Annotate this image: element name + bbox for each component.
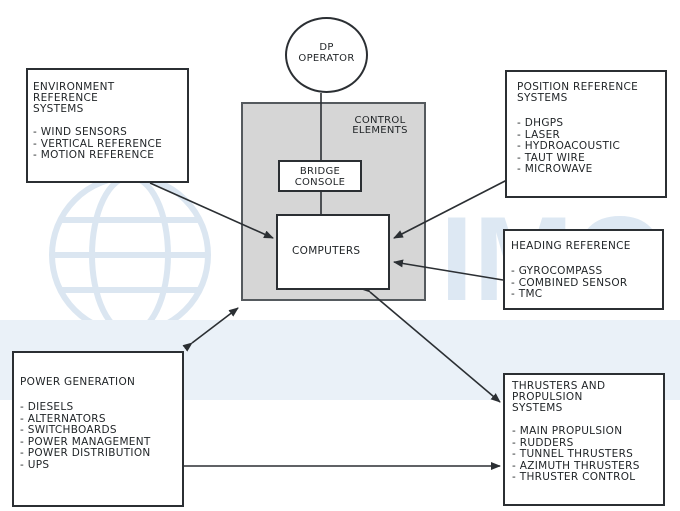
heading-reference-box: HEADING REFERENCE GYROCOMPASS COMBINED S… xyxy=(503,229,664,310)
list-item: MAIN PROPULSION xyxy=(512,425,663,438)
bridge-console-box: BRIDGE CONSOLE xyxy=(278,160,362,192)
thrusters-title: THRUSTERS AND PROPULSION SYSTEMS xyxy=(512,380,606,414)
list-item: MOTION REFERENCE xyxy=(33,149,187,162)
position-arrow xyxy=(393,179,508,239)
environment-reference-box: ENVIRONMENT REFERENCE SYSTEMS WIND SENSO… xyxy=(26,68,189,183)
computers-thrusters-arrow xyxy=(360,283,501,403)
position-reference-list: DHGPS LASER HYDROACOUSTIC TAUT WIRE MICR… xyxy=(517,117,665,176)
computers-box: COMPUTERS xyxy=(276,214,390,290)
computers-label: COMPUTERS xyxy=(292,245,361,257)
position-reference-title: POSITION REFERENCE SYSTEMS xyxy=(517,81,639,104)
power-generation-title: POWER GENERATION xyxy=(20,376,136,388)
list-item: AZIMUTH THRUSTERS xyxy=(512,460,663,473)
list-item: TAUT WIRE xyxy=(517,152,665,165)
thrusters-propulsion-box: THRUSTERS AND PROPULSION SYSTEMS MAIN PR… xyxy=(503,373,665,506)
list-item: WIND SENSORS xyxy=(33,126,187,139)
list-item: POWER DISTRIBUTION xyxy=(20,447,182,460)
list-item: GYROCOMPASS xyxy=(511,265,662,278)
heading-reference-list: GYROCOMPASS COMBINED SENSOR TMC xyxy=(511,265,662,301)
list-item: COMBINED SENSOR xyxy=(511,277,662,290)
list-item: ALTERNATORS xyxy=(20,413,182,426)
list-item: TUNNEL THRUSTERS xyxy=(512,448,663,461)
dp-operator-node: DP OPERATOR xyxy=(285,17,368,93)
list-item: HYDROACOUSTIC xyxy=(517,140,665,153)
power-generation-box: POWER GENERATION DIESELS ALTERNATORS SWI… xyxy=(12,351,184,507)
power-generation-list: DIESELS ALTERNATORS SWITCHBOARDS POWER M… xyxy=(20,401,182,472)
heading-arrow xyxy=(393,259,504,281)
list-item: VERTICAL REFERENCE xyxy=(33,138,187,151)
list-item: DHGPS xyxy=(517,117,665,130)
environment-arrow xyxy=(149,182,274,239)
list-item: RUDDERS xyxy=(512,437,663,450)
thrusters-list: MAIN PROPULSION RUDDERS TUNNEL THRUSTERS… xyxy=(512,425,663,484)
position-reference-box: POSITION REFERENCE SYSTEMS DHGPS LASER H… xyxy=(505,70,667,198)
list-item: DIESELS xyxy=(20,401,182,414)
list-item: SWITCHBOARDS xyxy=(20,424,182,437)
list-item: TMC xyxy=(511,288,662,301)
list-item: UPS xyxy=(20,459,182,472)
environment-title: ENVIRONMENT REFERENCE SYSTEMS xyxy=(33,81,115,115)
list-item: POWER MANAGEMENT xyxy=(20,436,182,449)
list-item: THRUSTER CONTROL xyxy=(512,471,663,484)
power-control-arrow xyxy=(182,307,239,352)
list-item: MICROWAVE xyxy=(517,163,665,176)
environment-list: WIND SENSORS VERTICAL REFERENCE MOTION R… xyxy=(33,126,187,162)
list-item: LASER xyxy=(517,129,665,142)
control-elements-label: CONTROL ELEMENTS xyxy=(352,115,408,136)
heading-reference-title: HEADING REFERENCE xyxy=(511,240,631,252)
